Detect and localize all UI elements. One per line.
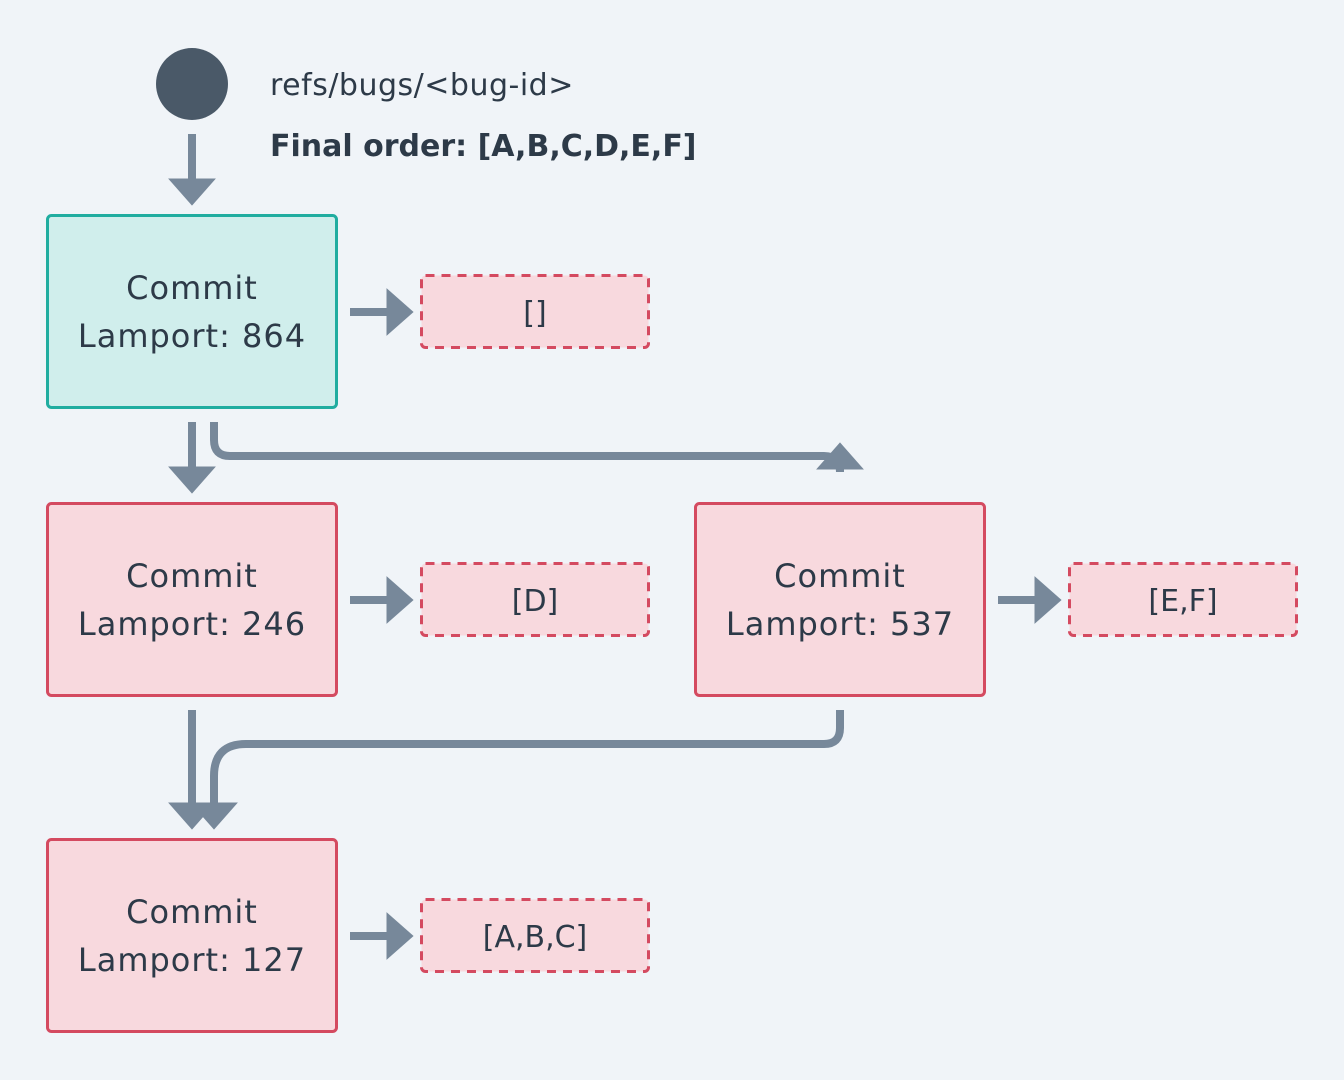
ops-label: [A,B,C] [483, 920, 588, 955]
commit-lamport: Lamport: 246 [78, 605, 306, 643]
commit-lamport: Lamport: 864 [78, 317, 306, 355]
ops-label: [] [523, 296, 546, 331]
ops-node-537: [E,F] [1068, 562, 1298, 637]
ops-label: [E,F] [1148, 584, 1217, 619]
commit-node-864: Commit Lamport: 864 [46, 214, 338, 409]
commit-label: Commit [126, 557, 258, 595]
edge-c537-to-c127 [190, 710, 844, 830]
commit-node-246: Commit Lamport: 246 [46, 502, 338, 697]
head-ref-node [156, 48, 228, 120]
final-order-label: Final order: [A,B,C,D,E,F] [270, 129, 697, 164]
commit-label: Commit [126, 269, 258, 307]
commit-node-537: Commit Lamport: 537 [694, 502, 986, 697]
head-ref-label: refs/bugs/<bug-id> [270, 68, 574, 103]
commit-lamport: Lamport: 127 [78, 941, 306, 979]
ops-node-864: [] [420, 274, 650, 349]
ops-label: [D] [512, 584, 559, 619]
commit-node-127: Commit Lamport: 127 [46, 838, 338, 1033]
ops-node-246: [D] [420, 562, 650, 637]
ops-node-127: [A,B,C] [420, 898, 650, 973]
commit-lamport: Lamport: 537 [726, 605, 954, 643]
commit-label: Commit [774, 557, 906, 595]
commit-label: Commit [126, 893, 258, 931]
edge-c864-to-c537 [210, 422, 864, 473]
